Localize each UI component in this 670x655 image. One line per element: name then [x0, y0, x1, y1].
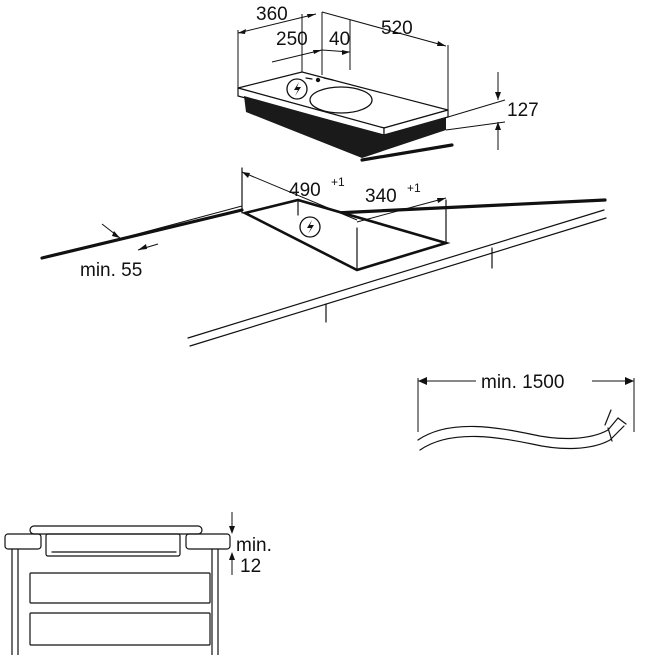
hob-unit	[237, 71, 449, 158]
dim-40-label: 40	[329, 29, 350, 50]
cutout-dimensions: 490 +1 340 +1 min. 55	[80, 171, 447, 281]
drawer-1	[29, 572, 211, 604]
hob-bottom-edge	[360, 143, 454, 162]
section-worktop-right	[185, 533, 231, 550]
hob-body	[244, 96, 446, 158]
worktop	[40, 167, 607, 347]
power-cable: min. 1500	[417, 372, 635, 451]
dim-360-label: 360	[256, 4, 288, 25]
lightning-bolt-icon	[299, 216, 321, 238]
drawer-2	[29, 612, 211, 646]
cooking-zone	[309, 86, 373, 114]
worktop-back-edge	[333, 198, 607, 215]
section-glass	[29, 525, 203, 535]
dim-250-label: 250	[276, 29, 308, 50]
section-hob-body	[45, 533, 181, 557]
dim-520-label: 520	[381, 18, 413, 39]
side-section: min. 12	[4, 512, 272, 655]
min-12-label-line2: 12	[240, 556, 261, 577]
dim-340-tolerance: +1	[407, 181, 421, 195]
dim-490-label: 490	[289, 180, 321, 201]
hob-dimensions: 360 520 250 40 127	[237, 4, 539, 150]
min-1500-label: min. 1500	[481, 372, 564, 393]
lightning-bolt-icon	[286, 78, 308, 100]
worktop-front-edge	[40, 208, 244, 260]
dim-340-label: 340	[365, 186, 397, 207]
section-worktop-left	[4, 533, 42, 550]
dim-490-tolerance: +1	[331, 175, 345, 189]
control-marks	[305, 77, 334, 83]
dim-127-label: 127	[507, 100, 539, 121]
min-12-label-line1: min.	[236, 535, 272, 556]
min-55-label: min. 55	[80, 260, 142, 281]
